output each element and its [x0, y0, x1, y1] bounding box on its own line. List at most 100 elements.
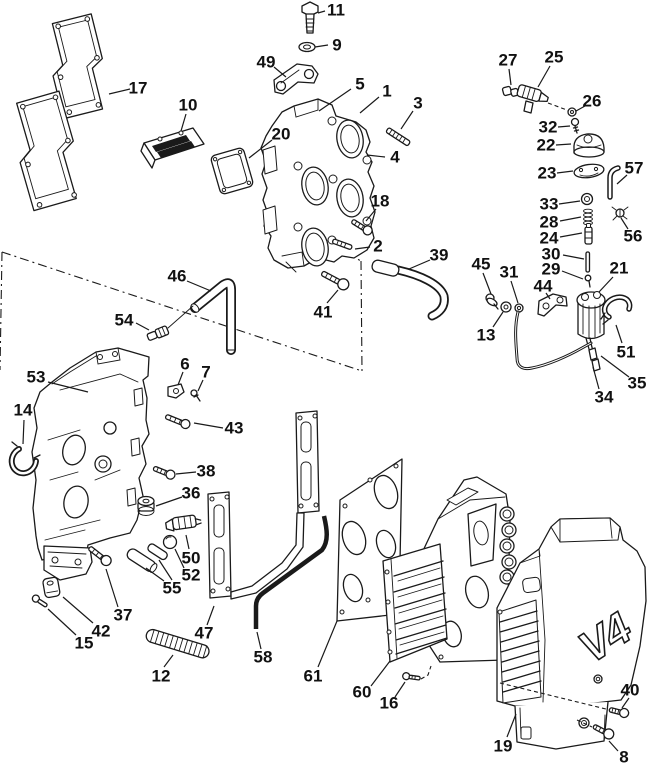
- leader-line-33: [558, 200, 581, 205]
- callout-47: 47: [195, 624, 214, 643]
- stud-3: [385, 127, 411, 147]
- screw-18: [351, 219, 373, 236]
- callout-49: 49: [257, 53, 276, 72]
- callout-43: 43: [225, 419, 244, 438]
- leader-line-18: [365, 208, 377, 222]
- leader-line-35: [600, 355, 630, 378]
- callout-6: 6: [180, 355, 189, 374]
- leader-line-30: [562, 254, 585, 260]
- ball-52: [162, 534, 178, 550]
- leader-line-31: [510, 280, 519, 304]
- callout-34: 34: [595, 388, 614, 407]
- callout-39: 39: [430, 246, 449, 265]
- leader-line-55: [145, 567, 165, 582]
- leader-line-61: [317, 620, 338, 668]
- callout-44: 44: [534, 277, 553, 296]
- leader-line-39: [408, 259, 431, 270]
- leader-line-19: [506, 713, 517, 738]
- leader-line-36: [155, 496, 183, 507]
- callout-1: 1: [382, 82, 391, 101]
- callout-24: 24: [540, 229, 559, 248]
- callout-45: 45: [472, 255, 491, 274]
- silencer-cover-19: V4: [496, 517, 647, 750]
- leader-line-21: [598, 276, 614, 293]
- leader-line-34: [592, 366, 600, 390]
- bolt-40: [608, 707, 630, 719]
- bolt-8: [592, 724, 615, 740]
- bolt-45: [485, 293, 499, 310]
- check-valve-50: [165, 514, 202, 532]
- callout-13: 13: [477, 326, 496, 345]
- hose-58: [253, 515, 329, 629]
- hose-46: [190, 278, 236, 355]
- leader-line-22: [555, 143, 572, 146]
- leader-line-15: [47, 608, 77, 636]
- leader-line-11: [317, 10, 326, 14]
- callout-19: 19: [494, 737, 513, 756]
- callout-22: 22: [537, 136, 556, 155]
- leader-line-37: [105, 568, 119, 608]
- leader-line-1: [359, 96, 380, 114]
- leader-line-2: [354, 246, 371, 250]
- leader-line-20: [248, 139, 273, 159]
- leader-line-50: [185, 534, 190, 550]
- ribbed-hose-12: [145, 628, 210, 659]
- grommet-26: [567, 107, 577, 117]
- leader-line-26: [575, 105, 586, 112]
- screw-7: [190, 389, 201, 402]
- leader-line-5: [318, 88, 352, 112]
- callout-26: 26: [583, 92, 602, 111]
- reed-louver-block-60: [382, 543, 448, 663]
- leader-line-16: [394, 681, 406, 698]
- leader-line-7: [197, 379, 204, 392]
- leader-line-45: [482, 272, 492, 295]
- clamp-6: [167, 383, 185, 399]
- plunger-24: [584, 223, 593, 245]
- callout-32: 32: [539, 118, 558, 137]
- callout-51: 51: [617, 343, 636, 362]
- leader-line-24: [559, 232, 583, 238]
- leader-line-51: [615, 324, 623, 344]
- pins-55: [126, 543, 168, 573]
- callout-27: 27: [499, 51, 518, 70]
- gasket-fragment: [467, 503, 497, 567]
- screw-15: [31, 594, 48, 608]
- leader-line-54: [135, 322, 150, 331]
- bolt-37: [88, 546, 112, 567]
- leader-line-28: [559, 216, 582, 222]
- stud-2: [332, 238, 353, 250]
- primer-solenoid-21: [576, 291, 606, 372]
- leader-line-25: [537, 65, 551, 88]
- leader-line-10: [180, 113, 187, 132]
- leader-line-29: [561, 270, 584, 280]
- callout-29: 29: [542, 260, 561, 279]
- leader-line-43: [193, 422, 224, 429]
- leader-line-42: [62, 596, 94, 624]
- clamp-14: [8, 441, 41, 477]
- leader-line-53: [47, 381, 89, 393]
- callout-61: 61: [304, 667, 323, 686]
- callout-57: 57: [625, 159, 644, 178]
- callout-56: 56: [624, 227, 643, 246]
- gasket-pair-17: [15, 13, 104, 212]
- callout-58: 58: [254, 648, 273, 667]
- leader-line-47: [206, 605, 215, 626]
- block-42: [42, 576, 61, 599]
- spring-28: [583, 208, 593, 226]
- callout-8: 8: [619, 748, 628, 763]
- leader-line-46: [186, 280, 212, 292]
- leader-line-55: [158, 559, 173, 581]
- gasket-20: [210, 147, 254, 195]
- callout-5: 5: [355, 75, 364, 94]
- callout-2: 2: [373, 237, 382, 256]
- diaphragm-23: [573, 163, 605, 179]
- leader-line-44: [545, 292, 551, 300]
- intake-manifold-1: [260, 98, 376, 273]
- callout-leaders: [22, 10, 630, 752]
- fitting-27: [501, 85, 520, 97]
- bolt-41: [320, 270, 350, 291]
- primer-valve-25: [516, 84, 568, 114]
